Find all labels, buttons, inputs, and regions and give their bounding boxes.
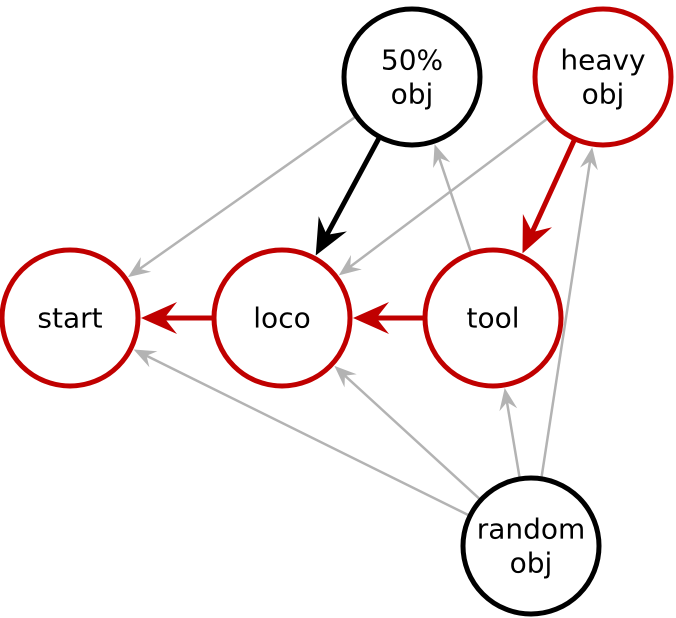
edge-line — [529, 137, 578, 235]
arrow-head — [353, 302, 389, 334]
node-start: start — [0, 247, 141, 389]
arrow-head — [315, 216, 347, 256]
node-label: heavy — [560, 44, 645, 77]
node-50-obj: 50%obj — [341, 6, 483, 148]
arrow-head — [141, 302, 177, 334]
edge-line — [144, 354, 471, 518]
node-label: random — [477, 513, 586, 546]
edge-50-obj-to-start — [128, 115, 358, 278]
node-label: obj — [582, 78, 625, 111]
arrow-head — [580, 147, 598, 171]
edge-line — [505, 400, 522, 480]
edge-loco-to-start — [141, 302, 214, 334]
arrow-head — [334, 365, 357, 388]
edge-50-obj-to-loco — [315, 135, 382, 256]
node-circle — [211, 247, 353, 389]
edge-line — [323, 135, 382, 238]
edge-heavy-obj-to-loco — [338, 116, 550, 276]
node-label: start — [37, 302, 102, 335]
arrow-head — [338, 255, 362, 276]
edge-line — [437, 156, 473, 254]
edge-line — [138, 115, 358, 271]
edge-random-obj-to-tool — [499, 388, 522, 480]
edge-random-obj-to-start — [133, 349, 471, 518]
arrow-head — [133, 349, 158, 368]
edge-random-obj-to-heavy-obj — [540, 147, 598, 479]
node-circle — [0, 247, 141, 389]
node-label: obj — [510, 547, 553, 580]
node-circle — [460, 475, 602, 617]
arrow-head — [499, 388, 518, 412]
node-circle — [422, 247, 564, 389]
edge-tool-to-loco — [353, 302, 425, 334]
edge-random-obj-to-loco — [334, 365, 482, 502]
node-label: tool — [466, 302, 519, 335]
arrow-head — [522, 214, 552, 254]
edge-heavy-obj-to-tool — [522, 137, 578, 254]
edge-line — [540, 160, 592, 479]
edges-layer — [128, 115, 598, 518]
arrow-head — [128, 257, 152, 278]
node-label: loco — [253, 302, 310, 335]
node-circle — [341, 6, 483, 148]
edge-line — [348, 116, 550, 269]
node-label: obj — [391, 78, 434, 111]
node-loco: loco — [211, 247, 353, 389]
node-tool: tool — [422, 247, 564, 389]
arrow-head — [433, 144, 451, 168]
edge-line — [343, 373, 482, 502]
node-circle — [532, 6, 674, 148]
node-label: 50% — [381, 44, 443, 77]
edge-tool-to-50-obj — [433, 144, 473, 254]
